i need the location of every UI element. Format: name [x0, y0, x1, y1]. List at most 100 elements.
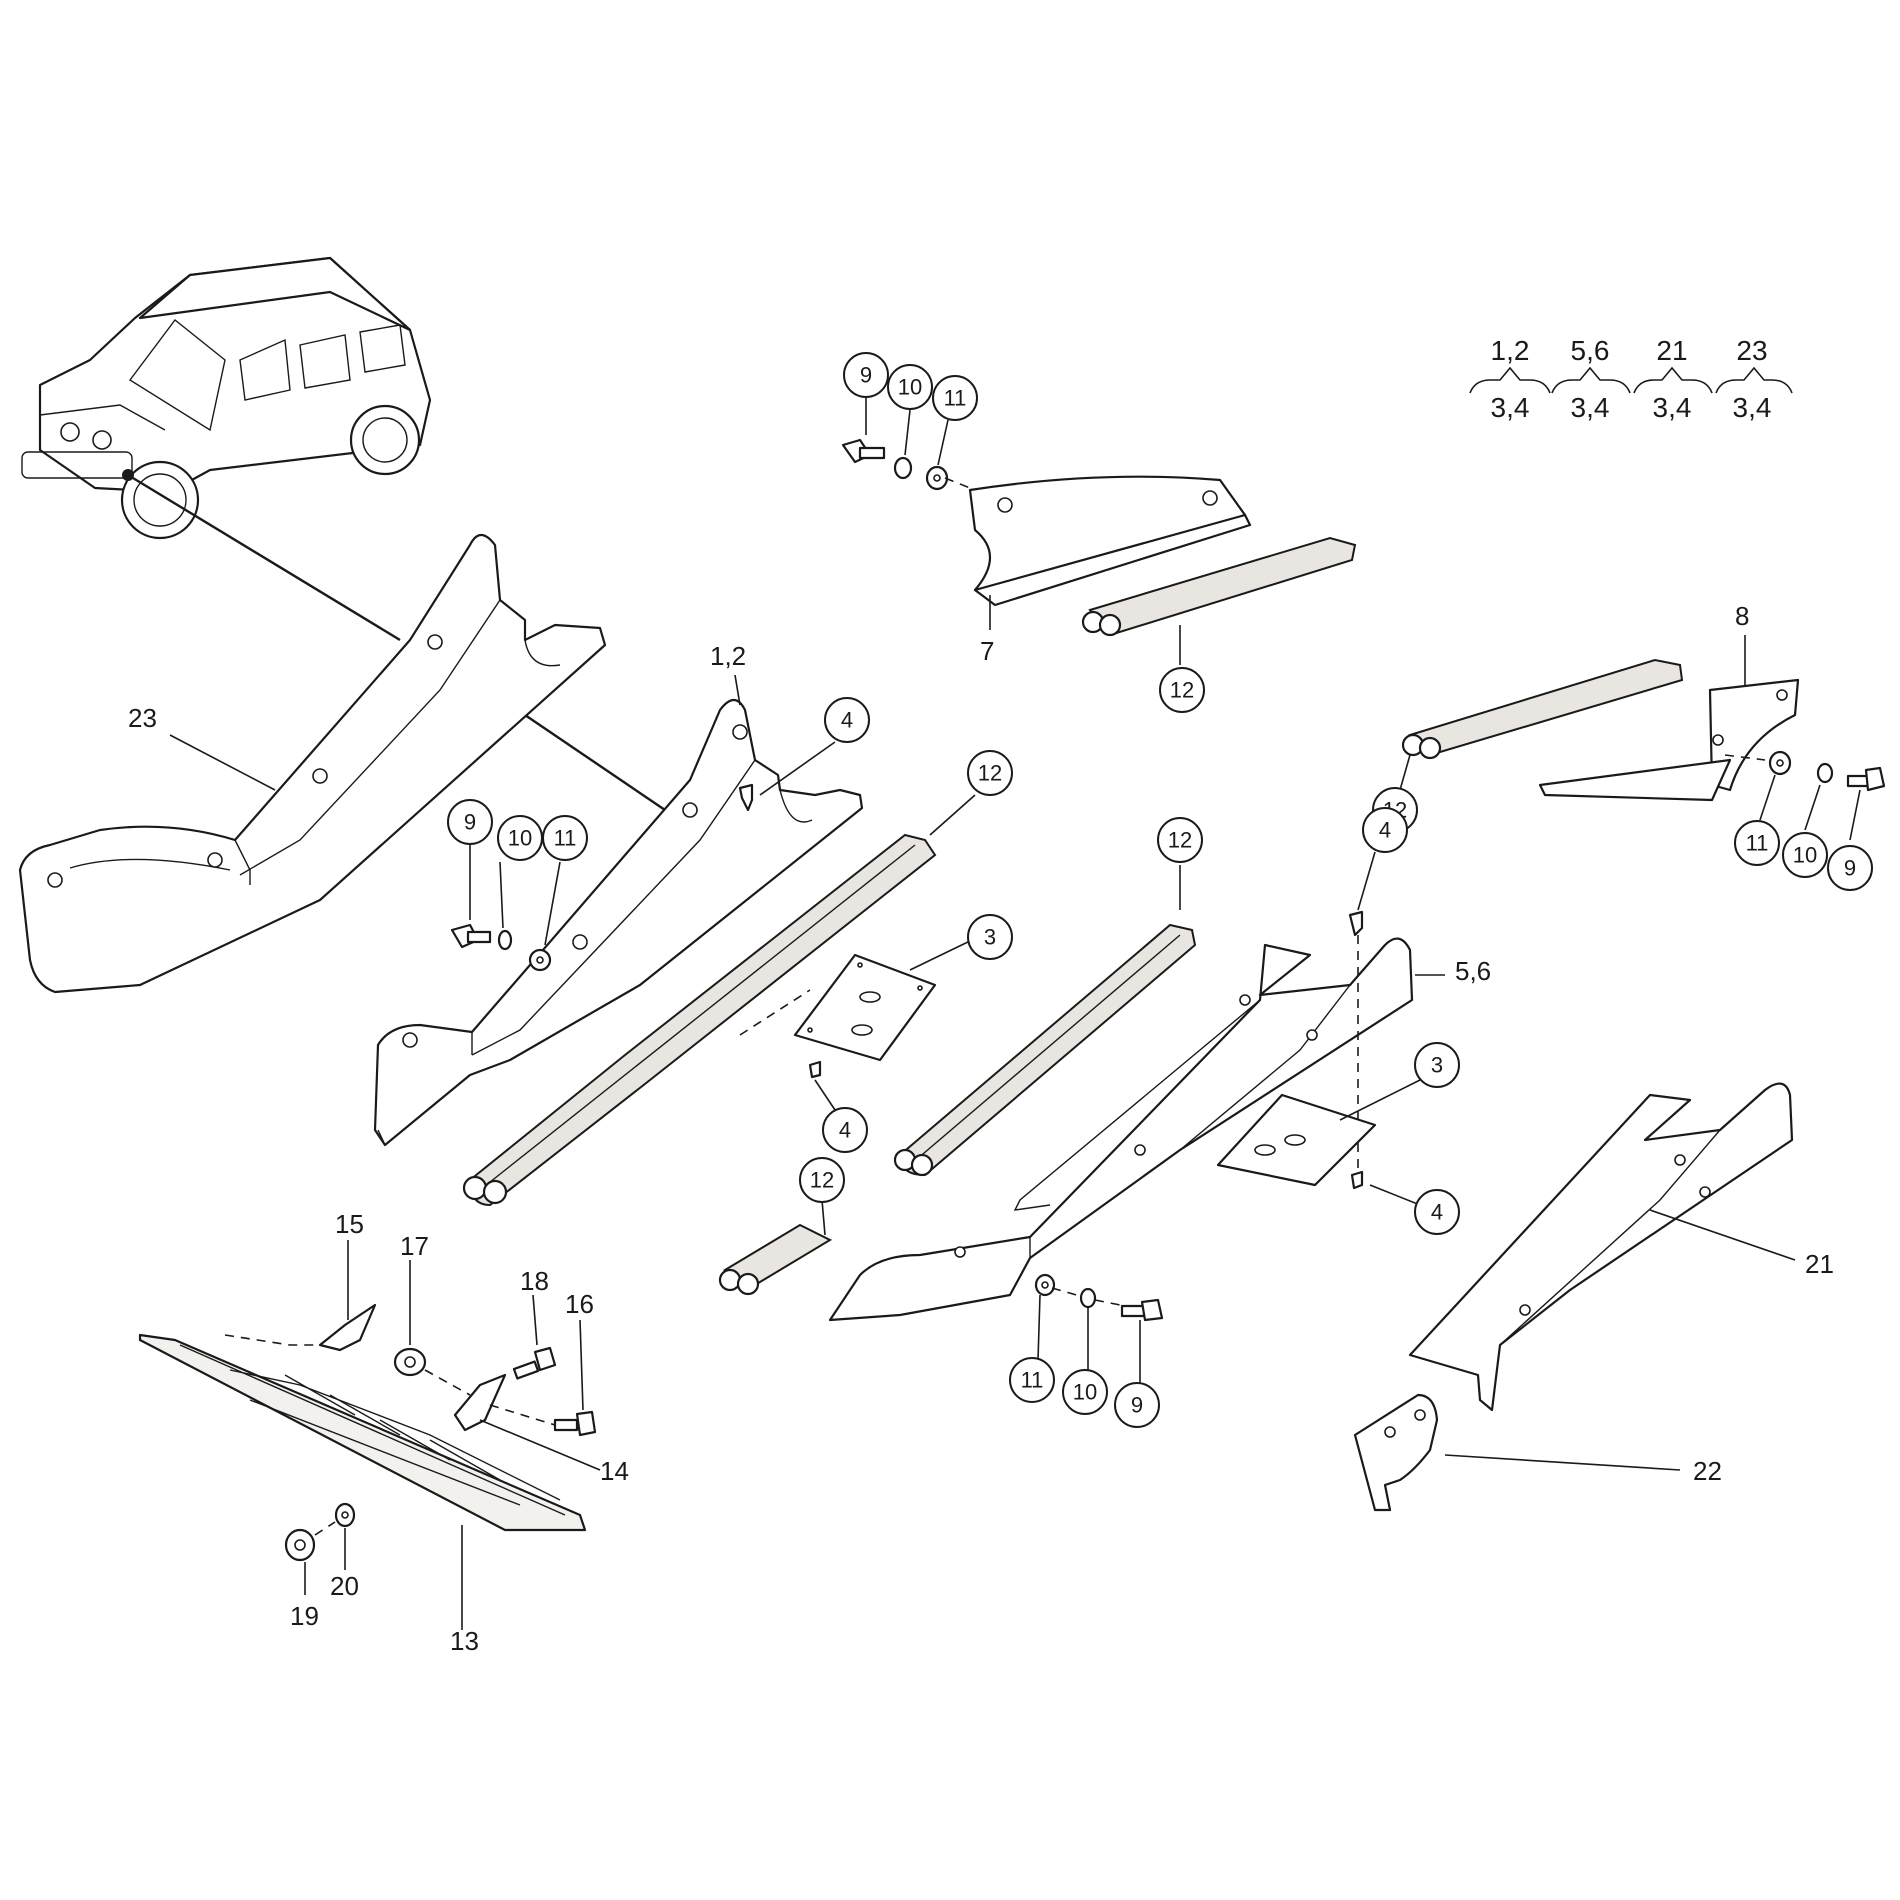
label-8: 8 [1735, 601, 1749, 631]
svg-text:12: 12 [1170, 678, 1194, 703]
callout-3-a: 3 [967, 914, 1013, 960]
label-16: 16 [565, 1289, 594, 1319]
svg-text:3: 3 [1431, 1053, 1443, 1078]
part-7-bracket [968, 475, 1252, 607]
nut-17 [393, 1347, 427, 1377]
bolt-18 [512, 1346, 557, 1380]
callout-12-top: 12 [1159, 667, 1205, 713]
callout-12-b: 12 [967, 750, 1013, 796]
part-3-plate-right [1216, 1093, 1377, 1187]
svg-text:10: 10 [508, 826, 532, 851]
svg-text:12: 12 [978, 761, 1002, 786]
bolt-16 [553, 1410, 597, 1437]
legend-bottom-3: 3,4 [1653, 392, 1692, 423]
callout-4-d: 4 [1414, 1189, 1460, 1235]
clip-4-a [738, 783, 754, 812]
legend-top-4: 23 [1736, 335, 1767, 366]
vehicle-illustration [21, 256, 432, 540]
svg-text:4: 4 [841, 708, 853, 733]
part-12-seal-right [1401, 658, 1684, 760]
svg-text:9: 9 [1844, 856, 1856, 881]
label-23: 23 [128, 703, 157, 733]
label-18: 18 [520, 1266, 549, 1296]
svg-text:4: 4 [839, 1118, 851, 1143]
svg-text:12: 12 [810, 1168, 834, 1193]
clip-4-b [808, 1060, 822, 1079]
svg-text:12: 12 [1168, 828, 1192, 853]
svg-text:10: 10 [898, 375, 922, 400]
callout-11-top: 11 [932, 375, 978, 421]
label-1-2: 1,2 [710, 641, 746, 671]
part-8-bracket [1538, 678, 1800, 802]
callout-4-a: 4 [824, 697, 870, 743]
legend-bottom-2: 3,4 [1571, 392, 1610, 423]
clip-4-d [1350, 1170, 1364, 1190]
part-3-plate [793, 953, 937, 1062]
legend-top-3: 21 [1656, 335, 1687, 366]
label-5-6: 5,6 [1455, 956, 1491, 986]
part-21-rocker-extension [1408, 1082, 1794, 1412]
svg-text:9: 9 [860, 363, 872, 388]
fastener-set-bottom [1034, 1273, 1164, 1322]
part-12-seal-long [462, 833, 937, 1207]
label-20: 20 [330, 1571, 359, 1601]
part-23-rocker-shield [18, 533, 607, 994]
label-14: 14 [600, 1456, 629, 1486]
callout-10-bottom: 10 [1062, 1369, 1108, 1415]
bracket-15 [318, 1303, 377, 1352]
part-1-2-rocker-panel [373, 698, 864, 1147]
callout-9-right: 9 [1827, 845, 1873, 891]
svg-text:10: 10 [1793, 843, 1817, 868]
callout-12-c: 12 [799, 1157, 845, 1203]
label-17: 17 [400, 1231, 429, 1261]
callout-10-top: 10 [887, 364, 933, 410]
part-5-6-rocker-panel [828, 937, 1414, 1322]
fastener-set-top [841, 438, 976, 491]
callout-3-b: 3 [1414, 1042, 1460, 1088]
callout-9-top: 9 [843, 352, 889, 398]
callout-4-b: 4 [822, 1107, 868, 1153]
clip-4-c [1348, 910, 1364, 937]
legend-bottom-4: 3,4 [1733, 392, 1772, 423]
label-13: 13 [450, 1626, 479, 1656]
svg-text:11: 11 [554, 826, 577, 851]
callout-10-right: 10 [1782, 832, 1828, 878]
callout-11-bottom: 11 [1009, 1357, 1055, 1403]
washer-20 [334, 1502, 356, 1528]
svg-text:4: 4 [1379, 818, 1391, 843]
fastener-set-right [1724, 750, 1886, 792]
callout-9-mid: 9 [447, 799, 493, 845]
bracket-14 [453, 1373, 507, 1432]
callout-11-mid: 11 [542, 815, 588, 861]
leader-vehicle-to-23 [127, 473, 401, 642]
label-19: 19 [290, 1601, 319, 1631]
nut-19 [284, 1528, 316, 1562]
label-15: 15 [335, 1209, 364, 1239]
legend-top-2: 5,6 [1571, 335, 1610, 366]
part-13-step-plate [138, 1333, 587, 1532]
fastener-set-mid [450, 923, 552, 972]
callout-9-bottom: 9 [1114, 1382, 1160, 1428]
part-12-seal-center [893, 923, 1197, 1177]
svg-text:3: 3 [984, 925, 996, 950]
legend-top-1: 1,2 [1491, 335, 1530, 366]
variant-legend: 1,2 3,4 5,6 3,4 21 3,4 23 3,4 [1469, 335, 1793, 423]
leader-23-to-1-2 [524, 714, 666, 811]
callout-4-c: 4 [1362, 807, 1408, 853]
callout-12-d: 12 [1157, 817, 1203, 863]
svg-text:9: 9 [1131, 1393, 1143, 1418]
svg-text:11: 11 [1021, 1368, 1044, 1393]
callout-11-right: 11 [1734, 820, 1780, 866]
part-12-seal-top [1081, 536, 1357, 637]
legend-bottom-1: 3,4 [1491, 392, 1530, 423]
svg-text:10: 10 [1073, 1380, 1097, 1405]
label-7: 7 [980, 636, 994, 666]
part-22-bracket [1353, 1393, 1439, 1512]
label-21: 21 [1805, 1249, 1834, 1279]
svg-text:9: 9 [464, 810, 476, 835]
svg-text:11: 11 [944, 386, 967, 411]
callout-10-mid: 10 [497, 815, 543, 861]
svg-text:11: 11 [1746, 831, 1769, 856]
